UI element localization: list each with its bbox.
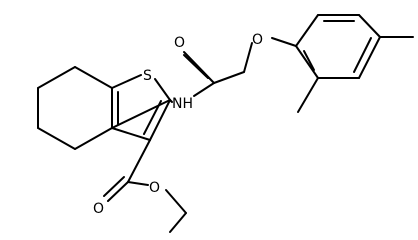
amide-linker bbox=[169, 42, 253, 103]
amide-nh-label: NH bbox=[172, 96, 193, 112]
amide-carbonyl-oxygen-label: O bbox=[174, 35, 185, 51]
thiophene-ring bbox=[111, 74, 171, 141]
ester-oxygen-label: O bbox=[149, 180, 160, 196]
ether-oxygen-label: O bbox=[252, 32, 263, 48]
ethyl-ester-group bbox=[103, 139, 187, 233]
ester-carbonyl-oxygen-label: O bbox=[93, 201, 104, 217]
cyclohexene-ring bbox=[37, 66, 113, 150]
dimethylphenyl-ring bbox=[271, 14, 414, 113]
sulfur-atom-label: S bbox=[143, 68, 152, 84]
